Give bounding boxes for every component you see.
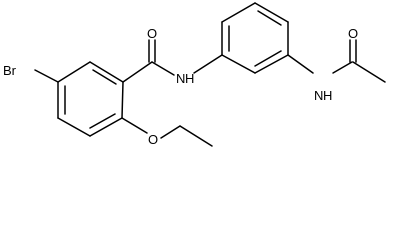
atom-carbonyl-oxygen-1: O <box>147 26 157 41</box>
atom-amide-nitrogen-2: N <box>314 88 323 103</box>
bond-c-br <box>34 69 59 83</box>
left-benzene-ring <box>57 61 124 137</box>
bond-o-ch2 <box>160 125 181 139</box>
bond-n-ring <box>193 54 223 74</box>
atom-amide-nitrogen-1: N <box>176 71 185 86</box>
chemical-structure-diagram: Br O N H O N H O <box>3 2 386 147</box>
bond-ring-n2 <box>287 54 314 74</box>
bond-acetyl-methyl <box>352 61 386 83</box>
bond-ch2-ch3 <box>179 125 213 147</box>
bond-carbonyl-n <box>151 61 175 76</box>
bond-carbonyl-double-1 <box>148 39 156 63</box>
atom-bromine: Br <box>3 63 17 78</box>
bond-carbonyl-double-2 <box>349 39 357 63</box>
bond-ring-ether-o <box>121 117 148 134</box>
atom-amide-hydrogen-2: H <box>323 88 332 103</box>
bond-ring-carbonyl <box>122 61 153 83</box>
atom-carbonyl-oxygen-2: O <box>348 26 358 41</box>
atom-ether-oxygen: O <box>148 132 158 147</box>
atom-amide-hydrogen-1: H <box>185 71 194 86</box>
right-benzene-ring <box>221 2 289 74</box>
bond-n2-carbonyl <box>332 61 353 74</box>
